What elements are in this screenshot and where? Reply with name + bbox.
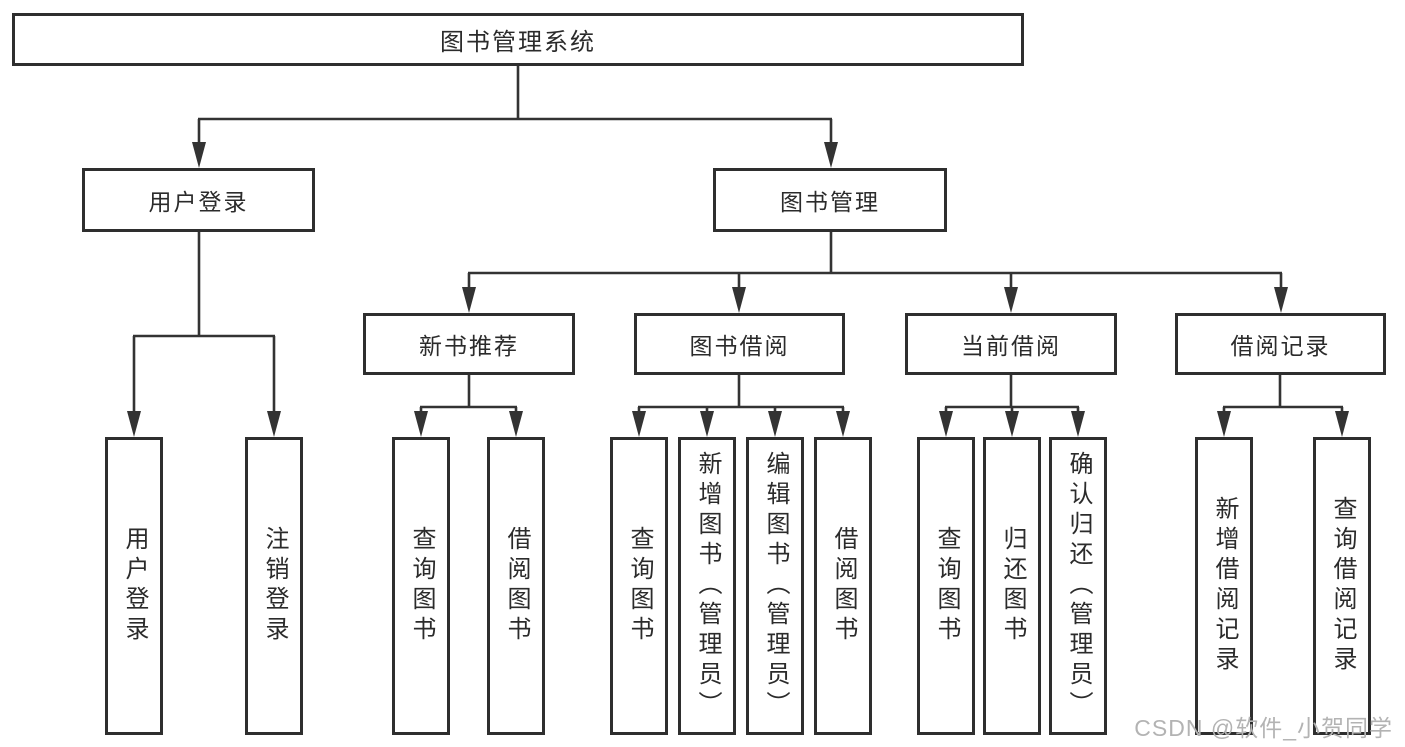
node-borrow-records: 借阅记录	[1175, 313, 1386, 375]
node-root: 图书管理系统	[12, 13, 1024, 66]
csdn-watermark: CSDN @软件_小贺同学	[1134, 715, 1393, 741]
leaf-add-books-admin: 新增图书（管理员）	[678, 437, 736, 735]
node-user-login: 用户登录	[82, 168, 315, 232]
leaf-edit-books-admin: 编辑图书（管理员）	[746, 437, 804, 735]
leaf-confirm-return-admin: 确认归还（管理员）	[1049, 437, 1107, 735]
leaf-borrow-books-recommend: 借阅图书	[487, 437, 545, 735]
leaf-borrow-books: 借阅图书	[814, 437, 872, 735]
leaf-query-books-current: 查询图书	[917, 437, 975, 735]
leaf-add-borrow-record: 新增借阅记录	[1195, 437, 1253, 735]
leaf-user-login: 用户登录	[105, 437, 163, 735]
leaf-return-books: 归还图书	[983, 437, 1041, 735]
leaf-query-books-borrow: 查询图书	[610, 437, 668, 735]
node-book-borrow: 图书借阅	[634, 313, 845, 375]
node-book-management: 图书管理	[713, 168, 947, 232]
leaf-query-books-recommend: 查询图书	[392, 437, 450, 735]
node-current-borrow: 当前借阅	[905, 313, 1117, 375]
leaf-query-borrow-record: 查询借阅记录	[1313, 437, 1371, 735]
node-new-book-recommend: 新书推荐	[363, 313, 575, 375]
leaf-logout: 注销登录	[245, 437, 303, 735]
